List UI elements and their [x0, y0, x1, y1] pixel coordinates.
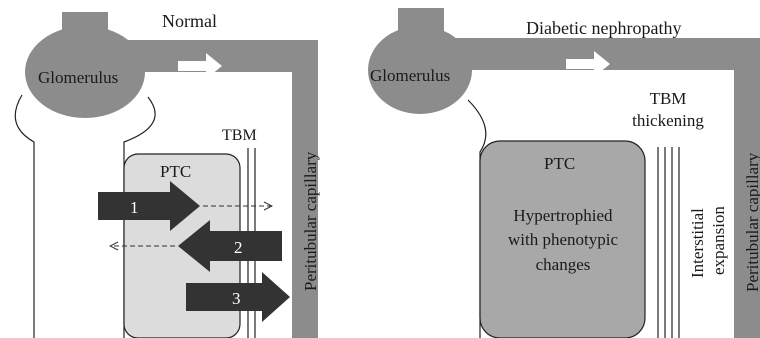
arrow-2-label: 2	[234, 238, 243, 257]
transport-arrow-right-icon	[98, 181, 200, 231]
bowman-capsule-outline-right	[123, 96, 156, 338]
glomerulus-circle	[25, 26, 145, 118]
ptc-description: Hypertrophied	[513, 206, 613, 225]
transport-arrow-right-icon	[186, 272, 290, 322]
tbm-thickening-label: TBM	[650, 89, 687, 108]
capillary-label: Peritubular capillary	[743, 152, 760, 292]
ptc-description: with phenotypic	[508, 230, 618, 249]
ptc-label: PTC	[160, 162, 191, 181]
tbm-thickening-label: thickening	[632, 111, 704, 130]
glomerulus-label: Glomerulus	[38, 68, 118, 87]
tbm-label: TBM	[222, 127, 257, 144]
arrow-3-label: 3	[232, 289, 241, 308]
glomerulus-circle	[368, 26, 472, 114]
flow-arrow-icon	[566, 51, 610, 77]
panel-title-normal: Normal	[162, 11, 217, 31]
bowman-capsule-outline-right	[467, 99, 487, 338]
ptc-description: changes	[536, 255, 591, 274]
flow-arrow-icon	[178, 53, 222, 79]
transport-arrow-left-icon	[178, 220, 282, 272]
interstitial-expansion-label: Interstitial	[688, 208, 707, 278]
panel-title-diabetic: Diabetic nephropathy	[526, 18, 681, 38]
bowman-capsule-outline	[14, 94, 35, 338]
panel-normal: Glomerulus Normal TBM PTC 1 2 3 Peritubu…	[14, 11, 320, 338]
arrow-1-label: 1	[130, 198, 139, 217]
ptc-cell-hypertrophied	[479, 140, 646, 338]
interstitial-expansion-label: expansion	[709, 206, 728, 275]
glomerulus-label: Glomerulus	[370, 66, 450, 85]
ptc-label: PTC	[544, 154, 575, 173]
panel-diabetic: Glomerulus Diabetic nephropathy PTC Hype…	[368, 8, 760, 338]
capillary-label: Peritubular capillary	[301, 151, 320, 291]
